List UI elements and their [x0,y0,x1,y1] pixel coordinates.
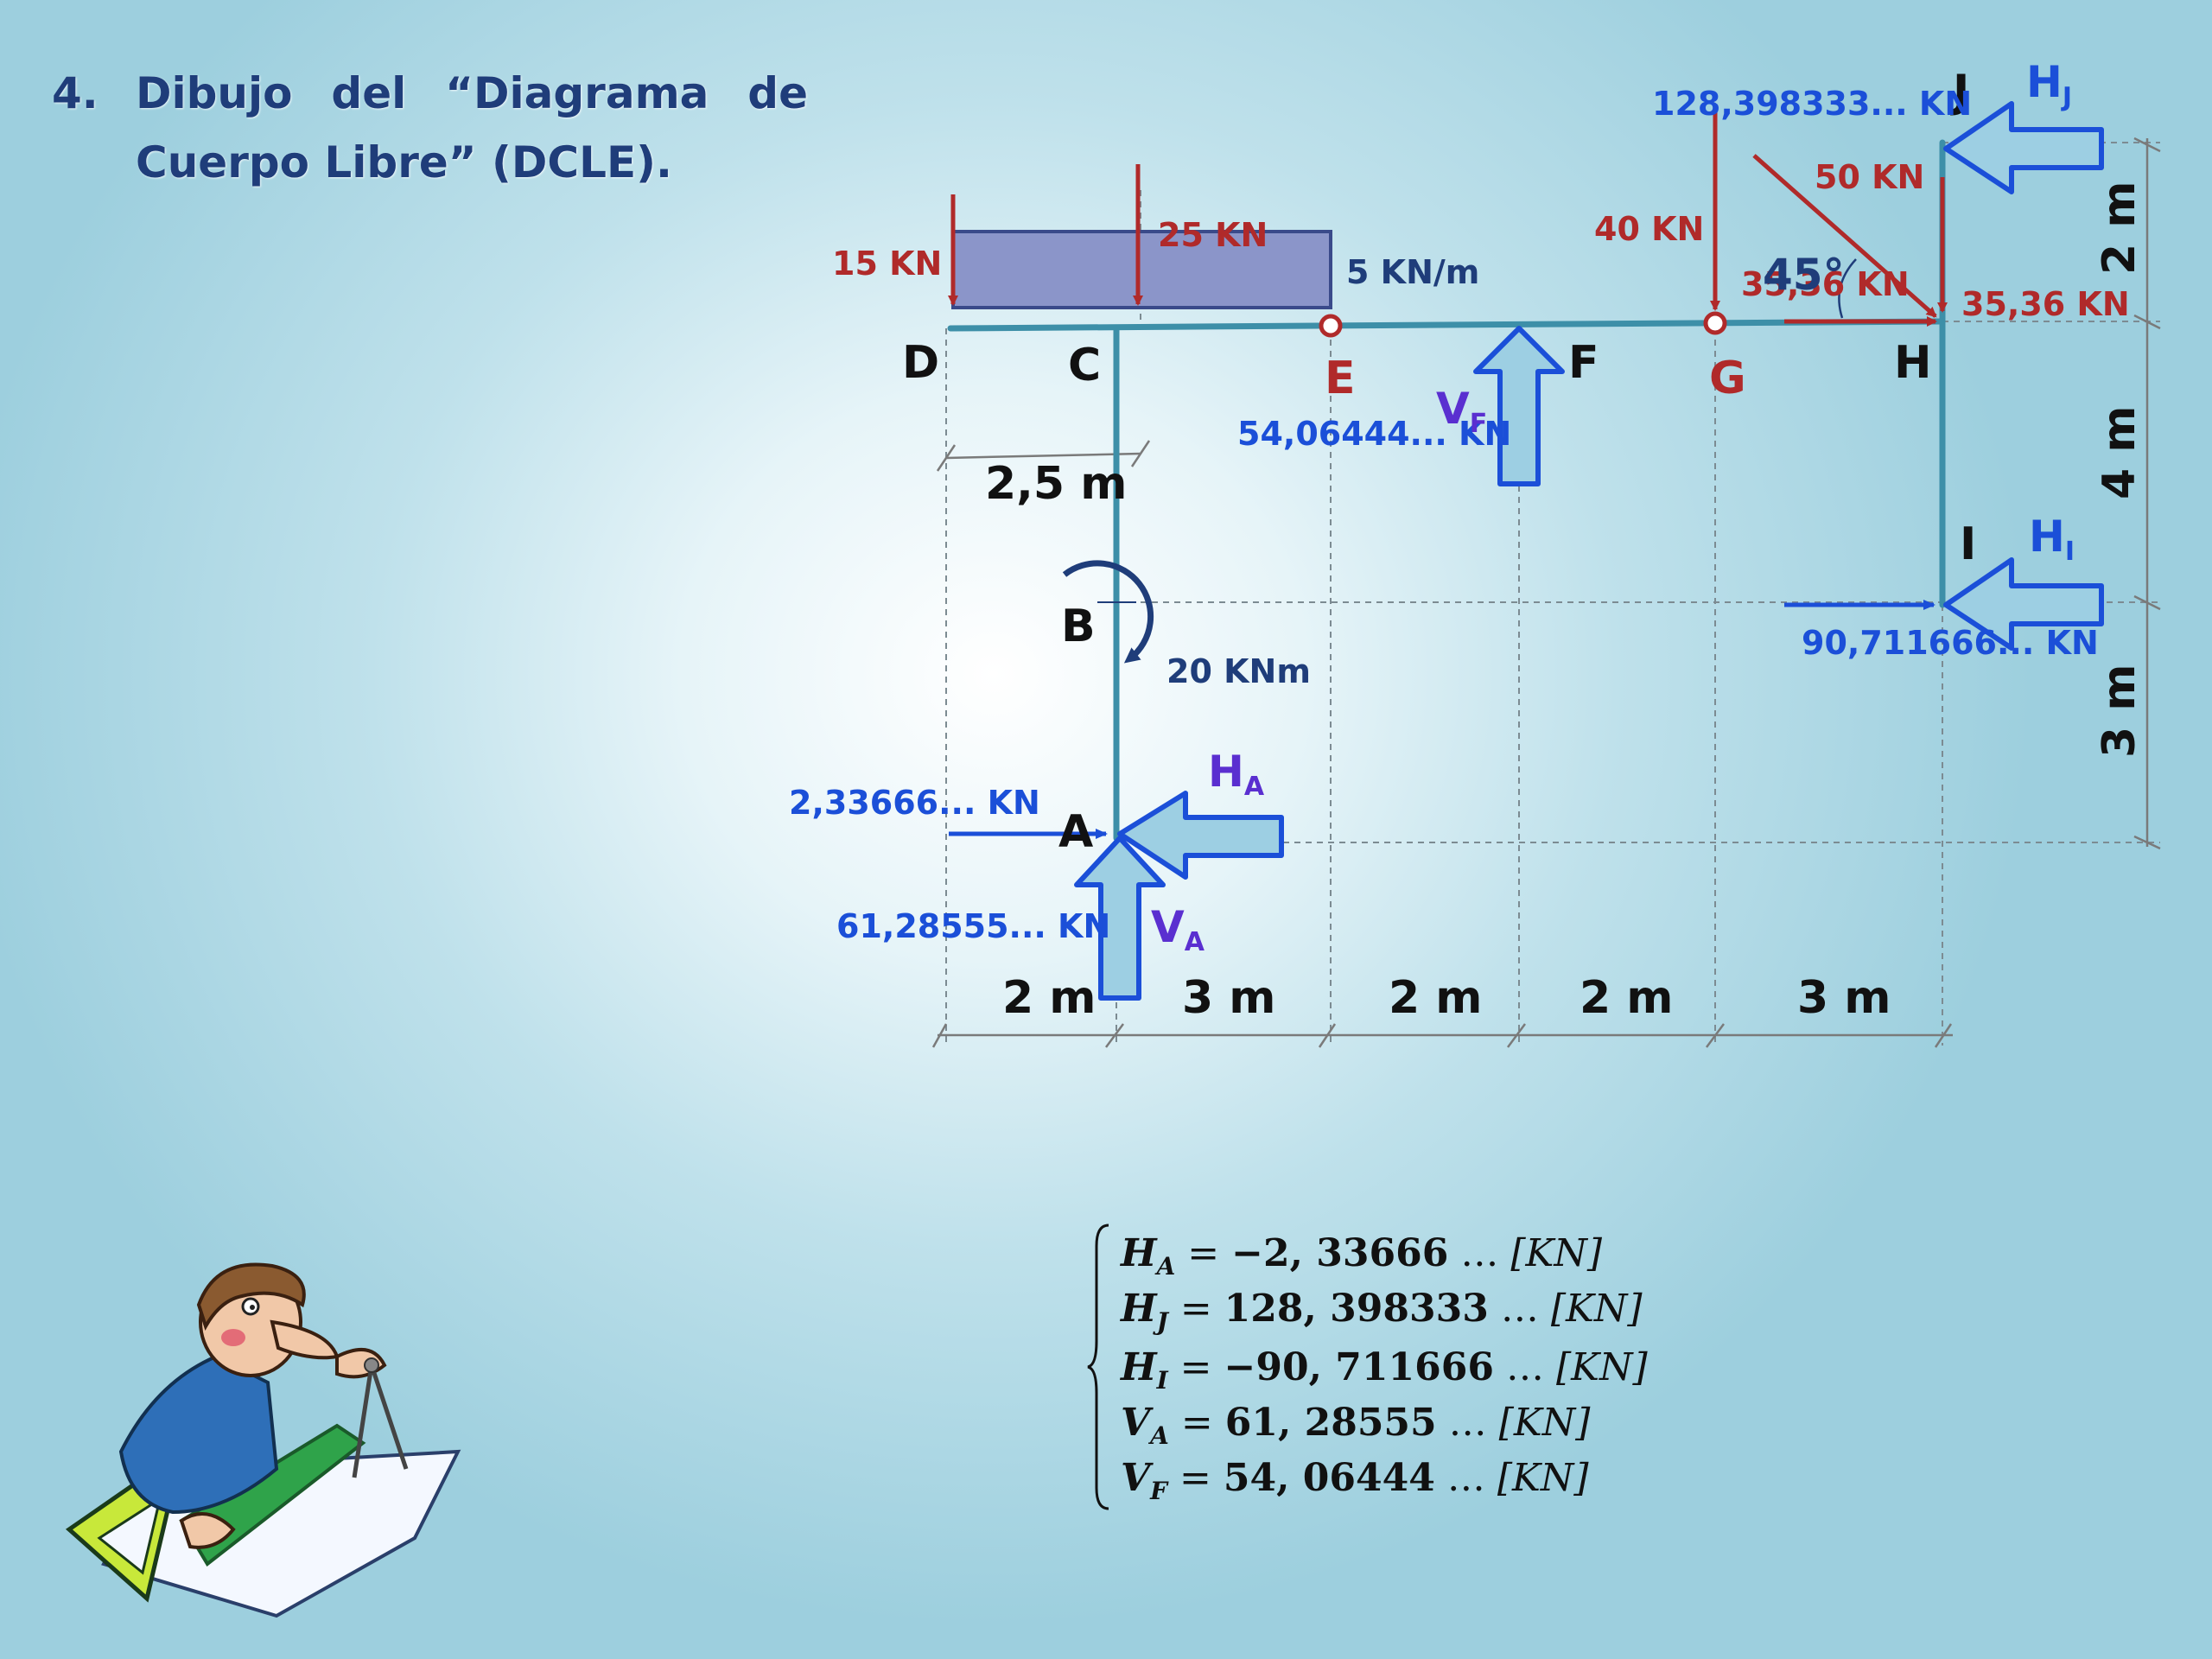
moment-arrow-icon [1062,560,1154,664]
moment-label: 20 KNm [1166,652,1311,690]
dim-v-1: 2 m [2094,181,2145,275]
reaction-value-vf: 54,06444... KN [1237,415,1511,453]
distributed-load-block [951,230,1332,309]
node-label-g: G [1709,353,1746,404]
hinge-e [1319,314,1343,338]
reaction-value-hi: 90,711666... KN [1802,624,2099,662]
dim-v-2: 4 m [2094,406,2145,499]
node-label-e: E [1325,353,1356,404]
reaction-value-ha: 2,33666... KN [789,784,1040,822]
load-label-component-v: 35,36 KN [1741,265,1910,303]
frame-members [947,139,1946,842]
node-label-j: J [1950,66,1969,118]
dim-h-1: 2 m [1002,972,1096,1024]
dim-v-3: 3 m [2094,664,2145,758]
load-label-udl: 5 KN/m [1346,253,1479,291]
dim-h-5: 3 m [1797,972,1891,1024]
node-label-h: H [1894,337,1932,389]
reaction-hj-arrow [1943,101,2104,194]
point-loads [948,112,1948,327]
title-number: 4. [52,68,99,118]
equation-va: VA = 61, 28555 … [KN] [1121,1401,1591,1450]
dimension-lines [931,137,2161,1048]
load-label-40: 40 KN [1594,210,1704,248]
reaction-va-arrow [1074,836,1166,1001]
node-label-b: B [1061,601,1096,652]
reaction-vf-arrow [1473,326,1565,486]
equation-hj: HJ = 128, 398333 … [KN] [1121,1287,1643,1336]
dim-h-2: 3 m [1182,972,1275,1024]
node-label-c: C [1068,340,1101,391]
reaction-symbol-hi: HI [2029,512,2075,567]
load-label-component-h: 35,36 KN [1961,285,2130,323]
angle-label: 45° [1763,250,1845,300]
node-label-a: A [1058,806,1093,858]
reaction-arrows [1074,101,2104,1001]
reaction-lines [949,600,1936,839]
reaction-equations: HA = −2, 33666 … [KN] HJ = 128, 398333 …… [1087,1224,1648,1512]
load-label-50: 50 KN [1815,158,1924,196]
equation-ha: HA = −2, 33666 … [KN] [1121,1231,1603,1281]
node-label-d: D [902,337,939,389]
reaction-symbol-vf: VF [1436,384,1487,439]
brace-icon [1087,1224,1109,1510]
reaction-ha-arrow [1117,791,1284,880]
hinge-g [1703,311,1727,335]
reaction-symbol-hj: HJ [2026,57,2072,112]
reaction-hi-arrow [1943,557,2104,651]
dim-overhang: 2,5 m [985,458,1127,510]
reaction-symbol-va: VA [1151,902,1205,957]
title-text: Dibujo del “Diagrama de Cuerpo Libre” (D… [136,68,808,188]
reaction-value-va: 61,28555... KN [836,907,1110,945]
load-label-15: 15 KN [832,245,942,283]
node-label-i: I [1960,518,1976,570]
equation-vf: VF = 54, 06444 … [KN] [1121,1456,1589,1505]
equation-hi: HI = −90, 711666 … [KN] [1121,1345,1648,1395]
reaction-symbol-ha: HA [1208,747,1265,802]
node-label-f: F [1568,337,1599,389]
dim-h-3: 2 m [1389,972,1482,1024]
dim-h-4: 2 m [1580,972,1673,1024]
angle-arc [1838,258,1857,319]
engineer-drawing-icon [65,1262,461,1618]
reaction-value-hj: 128,398333... KN [1652,85,1972,123]
load-label-25: 25 KN [1158,216,1268,254]
